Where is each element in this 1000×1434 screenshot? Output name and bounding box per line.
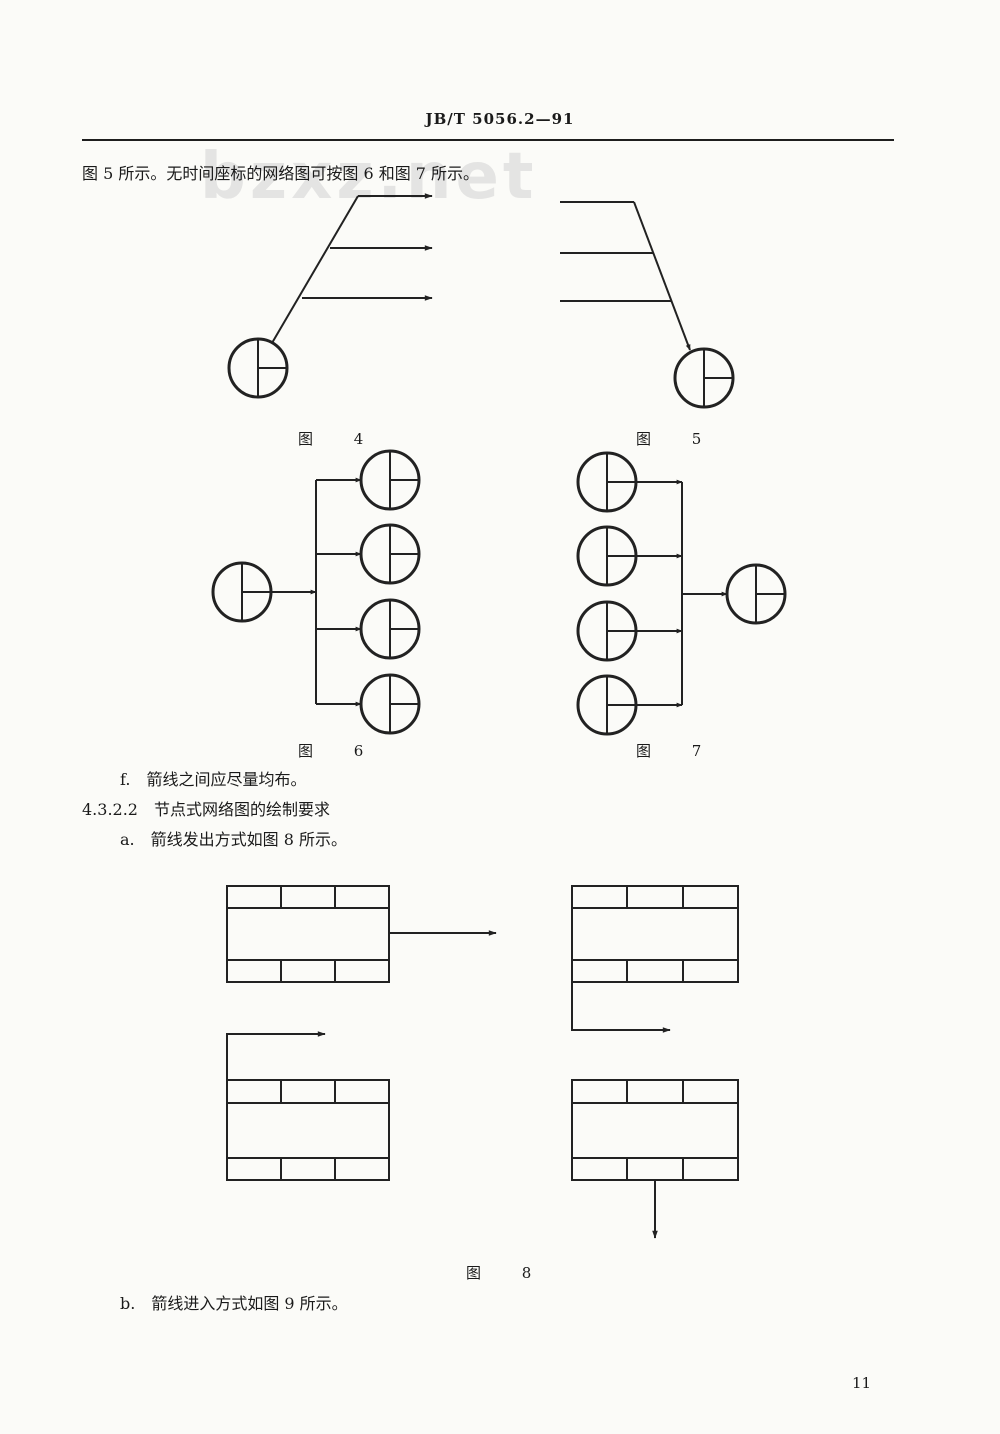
item-a-text: a. 箭线发出方式如图 8 所示。 [120, 830, 347, 849]
fig7-source-node [576, 525, 638, 587]
fig7-source-node [576, 600, 638, 662]
fig5-trunk-arrow [633, 201, 691, 351]
figure-8 [226, 885, 739, 1239]
fig6-target-node [359, 523, 421, 585]
fig6-source-node [211, 561, 273, 623]
fig4-node [227, 337, 289, 399]
fig8-caption: 图 8 [466, 1264, 550, 1282]
intro-paragraph: 图 5 所示。无时间座标的网络图可按图 6 和图 7 所示。 [82, 164, 480, 183]
fig4-trunk-line [271, 195, 359, 344]
fig6-target-node [359, 449, 421, 511]
item-b-text: b. 箭线进入方式如图 9 所示。 [120, 1294, 348, 1313]
fig5-node [673, 347, 735, 409]
figure-6 [211, 449, 421, 735]
fig5-caption: 图 5 [636, 430, 720, 448]
fig8-node-box [226, 885, 390, 983]
fig4-caption: 图 4 [298, 430, 382, 448]
header-rule [82, 139, 894, 141]
fig7-source-node [576, 674, 638, 736]
fig7-target-node [725, 563, 787, 625]
fig8-out-arrow-bottom-corner [571, 982, 671, 1033]
figure-5 [560, 201, 735, 409]
fig8-node-box [571, 1079, 739, 1181]
figure-7 [576, 451, 787, 736]
standard-number-header: JB/T 5056.2—91 [425, 110, 575, 128]
figure-4 [227, 193, 433, 399]
fig6-target-node [359, 673, 421, 735]
page-number: 11 [852, 1374, 872, 1392]
fig6-caption: 图 6 [298, 742, 382, 760]
fig6-target-node [359, 598, 421, 660]
watermark: bzxz.net [200, 140, 538, 214]
fig8-node-box [571, 885, 739, 983]
fig7-caption: 图 7 [636, 742, 720, 760]
item-f-text: f. 箭线之间应尽量均布。 [120, 770, 307, 789]
fig8-out-arrow-top-corner [226, 1031, 326, 1080]
fig8-node-box [226, 1079, 390, 1181]
fig7-source-node [576, 451, 638, 513]
section-heading: 4.3.2.2 节点式网络图的绘制要求 [82, 800, 330, 819]
